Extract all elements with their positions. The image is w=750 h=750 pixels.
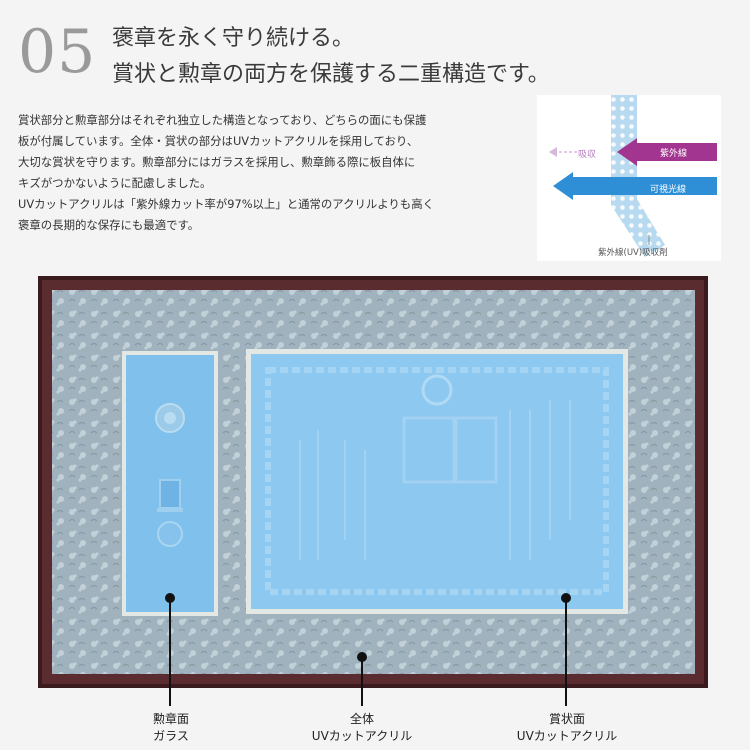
medal-face-caption: 勲章面 ガラス	[140, 711, 202, 745]
description-line: 大切な賞状を守ります。勲章部分にはガラスを採用し、勲章飾る際に板自体に	[18, 155, 416, 169]
section-number: 05	[18, 17, 97, 87]
certificate-border-ornament	[265, 367, 609, 595]
absorbed-arrow-head	[549, 147, 557, 157]
certificate-seal	[402, 416, 456, 484]
absorb-label: 吸収	[578, 150, 597, 160]
medal-ribbon	[159, 479, 181, 509]
uv-arrow-body	[635, 143, 717, 161]
headline-line-2: 賞状と勲章の両方を保護する二重構造です。	[112, 62, 550, 87]
visible-arrow-body	[571, 177, 717, 195]
uv-cut-diagram	[537, 95, 721, 261]
caption-line: UVカットアクリル	[311, 729, 413, 743]
uv-absorber-dots	[611, 95, 665, 257]
uv-arrow-head	[617, 138, 637, 166]
medal-disc	[157, 521, 183, 547]
description-line: 褒章の長期的な保存にも最適です。	[18, 218, 200, 232]
description-line: キズがつかないように配慮しました。	[18, 176, 212, 190]
caption-line: ガラス	[153, 729, 189, 743]
medal-bar	[157, 508, 183, 512]
uv-diagram-graphic	[549, 95, 717, 257]
description-line: 賞状部分と勲章部分はそれぞれ独立した構造となっており、どちらの面にも保護	[18, 113, 427, 127]
certificate-seal-2	[454, 416, 498, 484]
visible-light-label: 可視光線	[650, 185, 687, 195]
whole-caption: 全体 UVカットアクリル	[300, 711, 424, 745]
uv-label: 紫外線	[660, 149, 688, 159]
caption-line: UVカットアクリル	[516, 729, 618, 743]
uv-absorber-label: 紫外線(UV)吸収剤	[598, 248, 668, 258]
description-line: 板が付属しています。全体・賞状の部分はUVカットアクリルを採用しており、	[18, 134, 419, 148]
description: 賞状部分と勲章部分はそれぞれ独立した構造となっており、どちらの面にも保護 板が付…	[18, 110, 533, 236]
visible-arrow-head	[553, 172, 573, 200]
headline-line-1: 褒章を永く守り続ける。	[112, 26, 355, 51]
description-line: UVカットアクリルは「紫外線カット率が97%以上」と通常のアクリルよりも高く	[18, 197, 434, 211]
certificate-crest	[421, 374, 453, 406]
caption-line: 賞状面	[548, 712, 585, 726]
caption-line: 全体	[349, 712, 374, 726]
emblem-center	[164, 412, 176, 424]
certificate-text-columns	[299, 400, 571, 560]
certificate-face-caption: 賞状面 UVカットアクリル	[505, 711, 629, 745]
caption-line: 勲章面	[152, 712, 189, 726]
